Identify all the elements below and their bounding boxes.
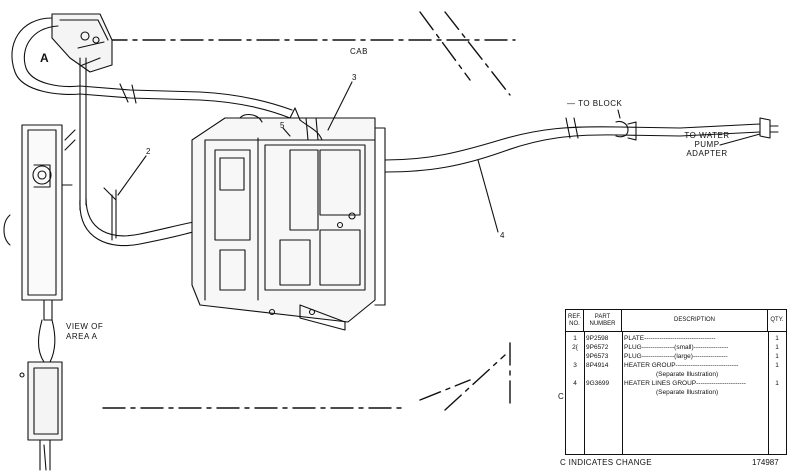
change-mark: C <box>558 392 564 401</box>
callout-5: 5 <box>280 121 285 130</box>
change-note: C INDICATES CHANGE <box>560 458 652 467</box>
table-row: 9P6573 PLUG---------------(large)-------… <box>566 352 786 361</box>
side-panel <box>21 124 76 301</box>
callout-4: 4 <box>500 231 505 240</box>
to-block-leader <box>617 109 621 119</box>
callout-3-leader <box>327 81 353 131</box>
cab-label: CAB <box>350 47 368 56</box>
heater-box <box>191 117 386 331</box>
view-of-area-a-fitting <box>19 299 63 471</box>
to-water-pump-adapter-label: TO WATER PUMP ADAPTER <box>684 131 730 159</box>
row-desc: HEATER GROUP----------------------------… <box>624 361 739 369</box>
row-qty: 1 <box>775 343 779 351</box>
row-desc: (Separate Illustration) <box>656 388 719 396</box>
row-part: 8P4914 <box>586 361 609 369</box>
header-qty: QTY. <box>770 317 784 324</box>
callout-3: 3 <box>352 73 357 82</box>
row-qty: 1 <box>775 361 779 369</box>
row-ref: 2{ <box>572 343 578 351</box>
header-part-number: PART NUMBER <box>584 310 622 331</box>
area-a-fitting <box>51 13 113 73</box>
to-water-pump-leader <box>719 133 761 146</box>
table-header: REF. NO. PART NUMBER DESCRIPTION QTY. <box>566 310 786 332</box>
header-description: DESCRIPTION <box>622 310 768 331</box>
drawing-number: 174987 <box>752 458 779 467</box>
to-block-label: — TO BLOCK <box>567 99 623 108</box>
lower-hose-loop <box>79 189 206 247</box>
row-ref: 1 <box>573 334 577 342</box>
area-a-label: A <box>40 51 50 65</box>
edge-arc <box>3 214 11 246</box>
row-qty: 1 <box>775 352 779 360</box>
header-ref-no: REF. NO. <box>566 310 584 331</box>
callout-5-leader <box>282 127 291 137</box>
table-row: (Separate Illustration) <box>566 370 786 379</box>
table-body: 1 9P2598 PLATE--------------------------… <box>566 332 786 455</box>
row-ref: 4 <box>573 379 577 387</box>
callout-4-leader <box>477 159 499 233</box>
row-part: 9P6573 <box>586 352 609 360</box>
row-desc: (Separate Illustration) <box>656 370 719 378</box>
row-desc: PLUG---------------(large)--------------… <box>624 352 728 360</box>
row-qty: 1 <box>775 379 779 387</box>
table-row: 3 8P4914 HEATER GROUP-------------------… <box>566 361 786 370</box>
row-ref: 3 <box>573 361 577 369</box>
parts-list-table: REF. NO. PART NUMBER DESCRIPTION QTY. 1 … <box>565 309 787 455</box>
callout-2-leader <box>117 155 147 196</box>
row-qty: 1 <box>775 334 779 342</box>
row-part: 9G3699 <box>586 379 610 387</box>
table-row: (Separate Illustration) <box>566 388 786 397</box>
row-part: 9P2598 <box>586 334 609 342</box>
table-row: 2{ 9P6572 PLUG---------------(small)----… <box>566 343 786 352</box>
long-hose-to-engine <box>384 117 779 173</box>
row-desc: PLATE--------------------------------- <box>624 334 716 342</box>
row-part: 9P6572 <box>586 343 609 351</box>
cab-outline <box>102 11 516 411</box>
view-of-area-a-label: VIEW OF AREA A <box>66 322 104 341</box>
row-desc: PLUG---------------(small)--------------… <box>624 343 729 351</box>
heater-inlet-tubes <box>239 107 323 141</box>
table-row: 4 9G3699 HEATER LINES GROUP-------------… <box>566 379 786 388</box>
callout-2: 2 <box>146 147 151 156</box>
row-desc: HEATER LINES GROUP----------------------… <box>624 379 746 387</box>
upper-hose-loop <box>11 17 293 119</box>
table-row: 1 9P2598 PLATE--------------------------… <box>566 334 786 343</box>
